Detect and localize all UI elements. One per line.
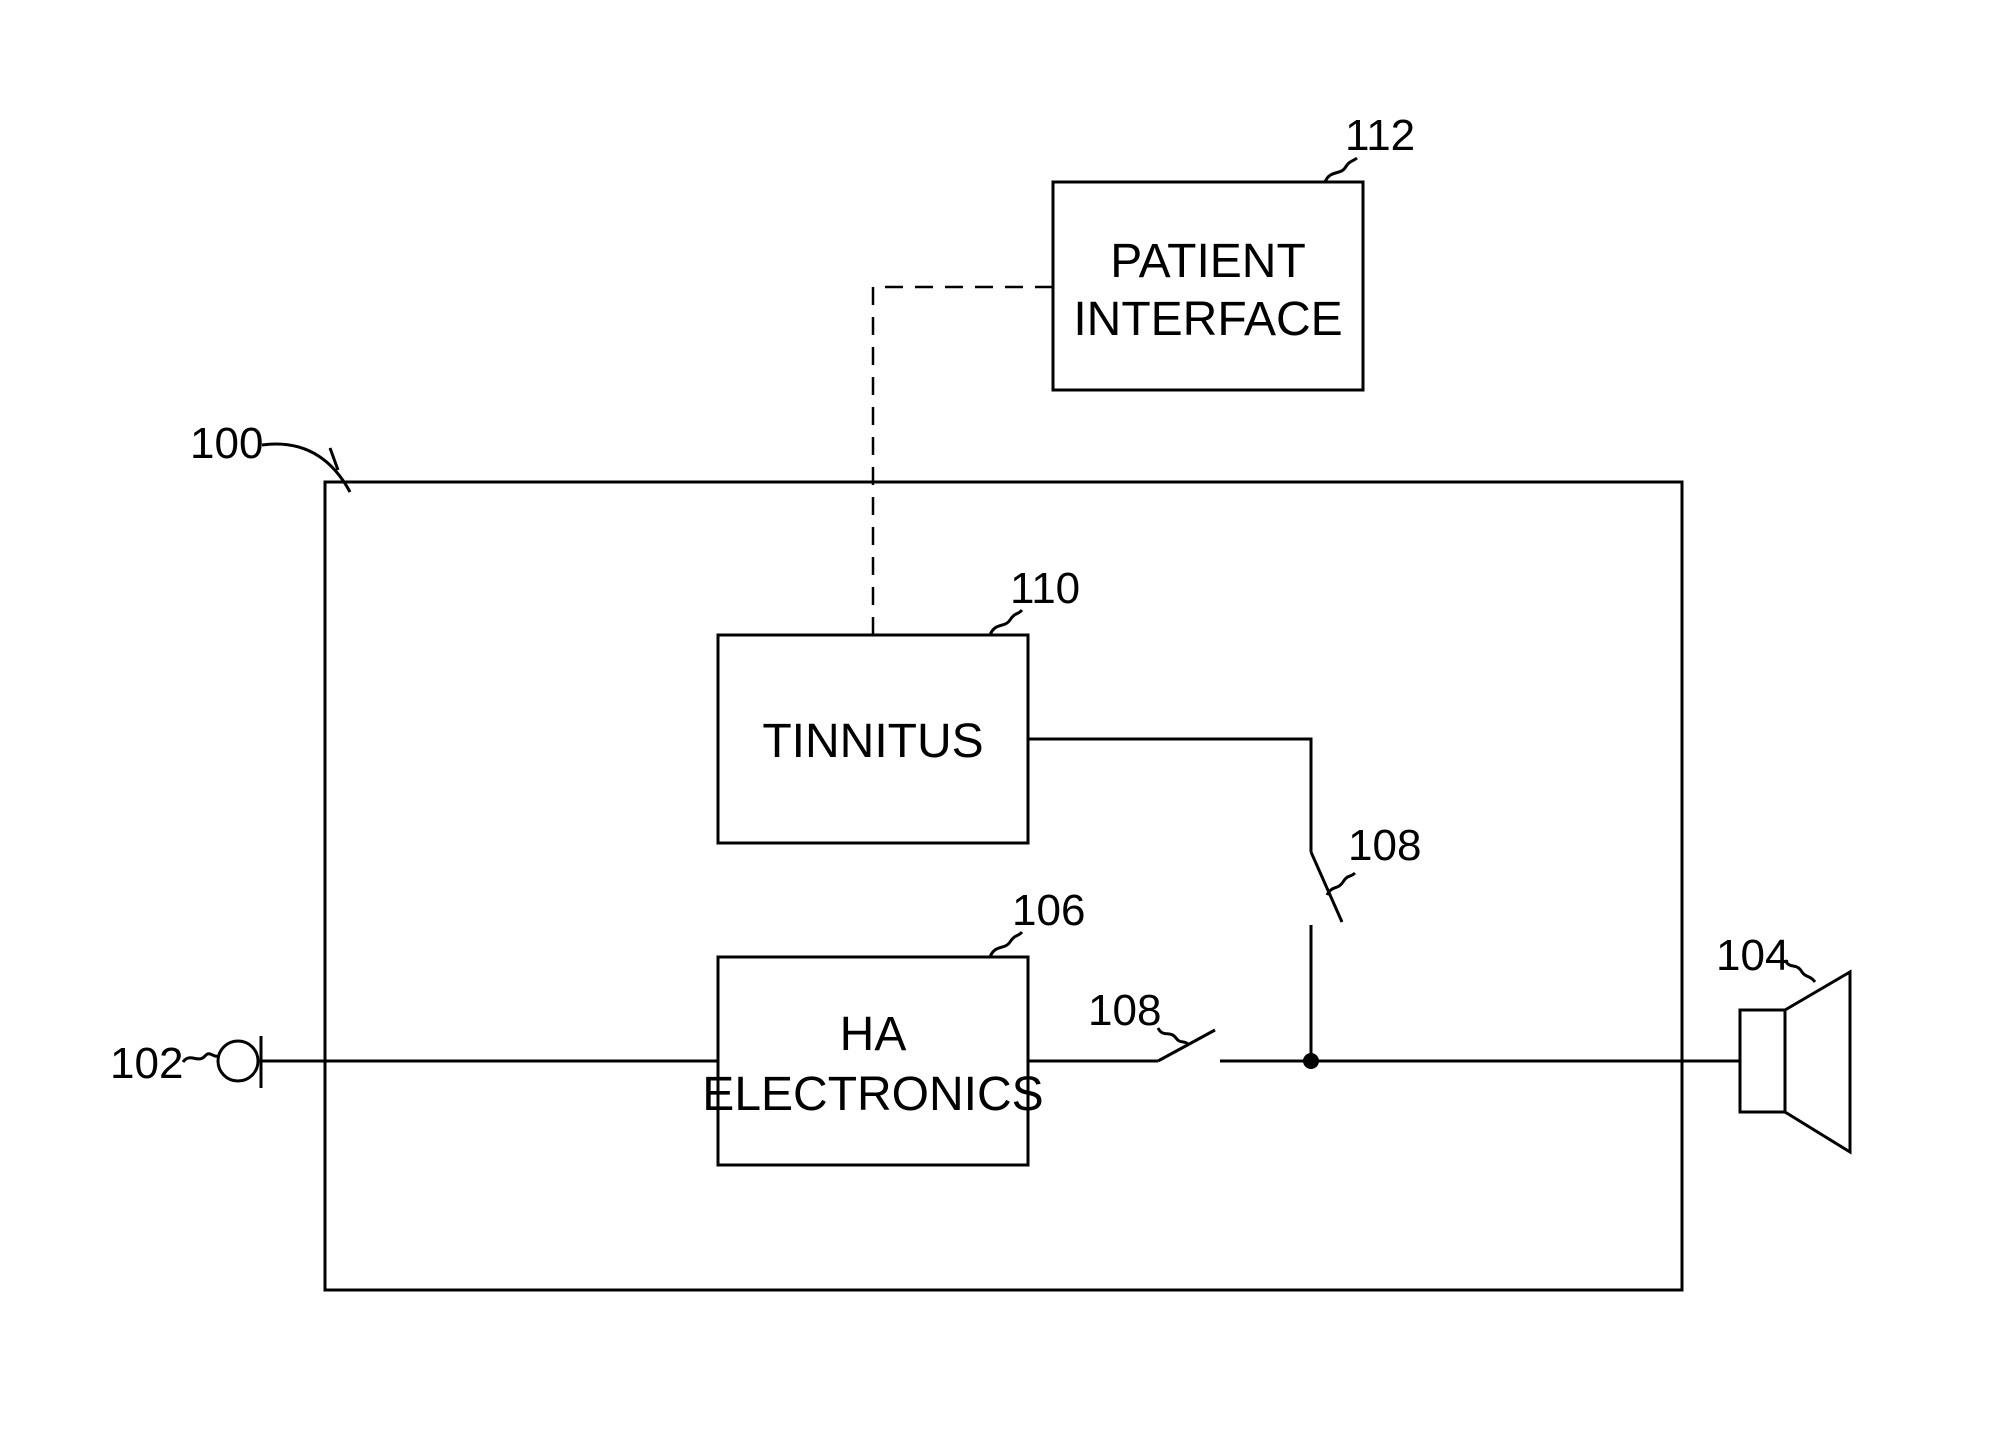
ref-tinnitus: 110 bbox=[1010, 564, 1080, 613]
ref-switch-bottom: 108 bbox=[1088, 986, 1161, 1035]
tinnitus-label: TINNITUS bbox=[762, 715, 983, 768]
leader-tinnitus bbox=[990, 610, 1022, 635]
ha-electronics-block bbox=[718, 957, 1028, 1165]
ref-device: 100 bbox=[190, 419, 263, 468]
tinnitus-output-line bbox=[1028, 739, 1311, 852]
patient-interface-label-2: INTERFACE bbox=[1073, 293, 1342, 346]
ref-ha-electronics: 106 bbox=[1012, 886, 1085, 935]
ha-label-1: HA bbox=[840, 1008, 907, 1061]
ref-microphone: 102 bbox=[110, 1039, 183, 1088]
junction-dot bbox=[1303, 1053, 1319, 1069]
leader-patient-interface bbox=[1325, 158, 1357, 182]
ref-switch-top: 108 bbox=[1348, 821, 1421, 870]
ha-label-2: ELECTRONICS bbox=[702, 1068, 1043, 1121]
patient-interface-label-1: PATIENT bbox=[1110, 235, 1306, 288]
microphone-icon bbox=[218, 1041, 258, 1081]
speaker-icon bbox=[1740, 1010, 1785, 1112]
ref-patient-interface: 112 bbox=[1345, 111, 1415, 160]
speaker-cone bbox=[1785, 972, 1850, 1152]
ref-speaker: 104 bbox=[1716, 931, 1789, 980]
leader-switch-bottom bbox=[1158, 1028, 1188, 1044]
leader-microphone bbox=[183, 1054, 218, 1062]
leader-speaker bbox=[1785, 960, 1815, 982]
leader-ha-electronics bbox=[990, 932, 1022, 957]
leader-switch-top bbox=[1327, 873, 1355, 895]
device-enclosure bbox=[325, 482, 1682, 1290]
